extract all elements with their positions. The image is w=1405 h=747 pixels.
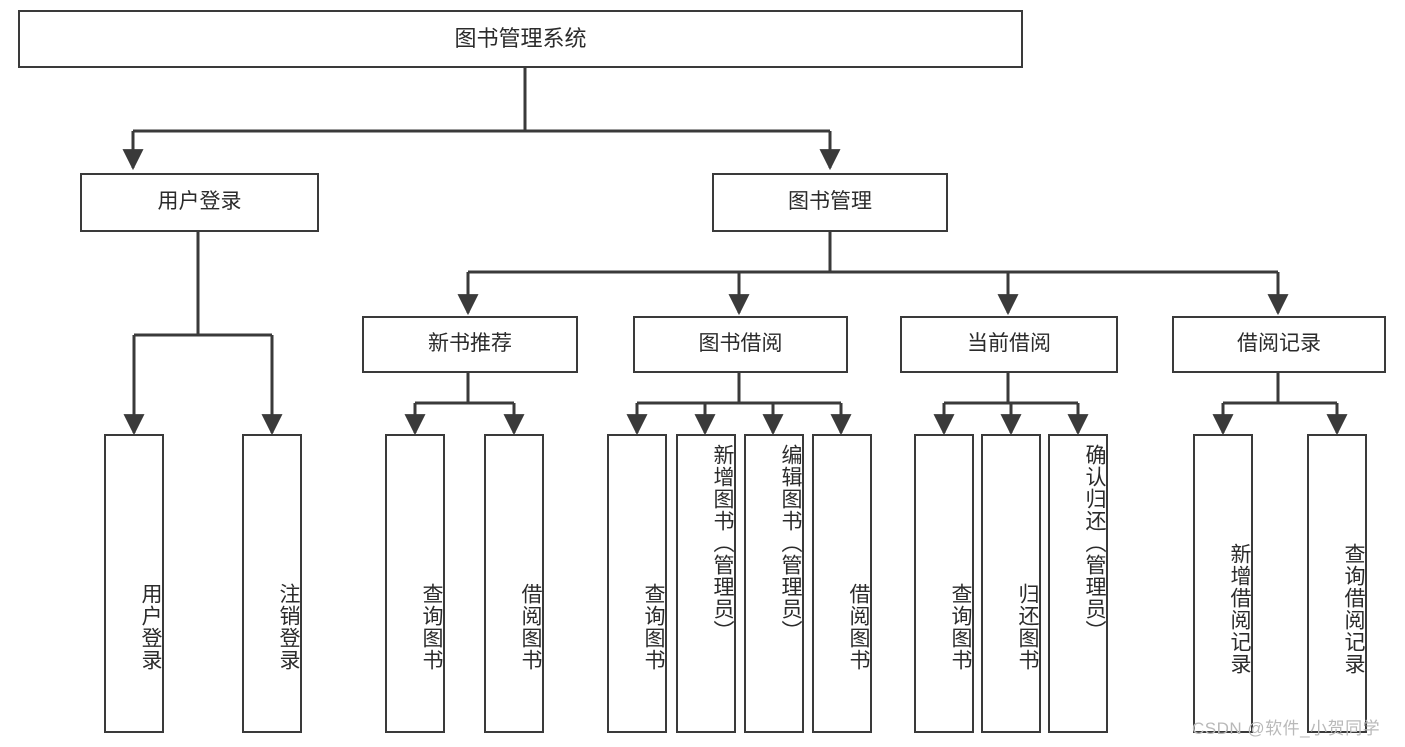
node-root-label: 图书管理系统 xyxy=(454,26,587,52)
node-book-manage[interactable]: 图书管理 xyxy=(712,173,948,232)
node-leaf-edit-book[interactable]: 编辑图书（管理员） xyxy=(744,434,804,733)
node-leaf-confirm-return[interactable]: 确认归还（管理员） xyxy=(1048,434,1108,733)
node-leaf-query-book-2-label: 查询图书 xyxy=(642,582,665,671)
csdn-watermark: CSDN @软件_小贺同学 xyxy=(1192,719,1381,738)
node-new-book-recommend-label: 新书推荐 xyxy=(428,332,512,356)
node-root[interactable]: 图书管理系统 xyxy=(18,10,1023,68)
node-leaf-query-record[interactable]: 查询借阅记录 xyxy=(1307,434,1367,733)
node-leaf-query-book-2[interactable]: 查询图书 xyxy=(607,434,667,733)
node-current-borrow[interactable]: 当前借阅 xyxy=(900,316,1118,373)
node-leaf-return-book[interactable]: 归还图书 xyxy=(981,434,1041,733)
node-user-login[interactable]: 用户登录 xyxy=(80,173,319,232)
node-leaf-add-record[interactable]: 新增借阅记录 xyxy=(1193,434,1253,733)
node-leaf-borrow-book-1-label: 借阅图书 xyxy=(519,582,542,671)
node-leaf-add-book-label: 新增图书（管理员） xyxy=(711,444,734,642)
node-leaf-query-book-1[interactable]: 查询图书 xyxy=(385,434,445,733)
node-book-borrow[interactable]: 图书借阅 xyxy=(633,316,848,373)
node-user-login-label: 用户登录 xyxy=(157,190,242,214)
node-book-borrow-label: 图书借阅 xyxy=(698,332,783,356)
node-leaf-borrow-book-2[interactable]: 借阅图书 xyxy=(812,434,872,733)
node-leaf-query-book-3-label: 查询图书 xyxy=(949,582,972,671)
node-leaf-logout[interactable]: 注销登录 xyxy=(242,434,302,733)
node-leaf-query-book-3[interactable]: 查询图书 xyxy=(914,434,974,733)
node-new-book-recommend[interactable]: 新书推荐 xyxy=(362,316,578,373)
node-leaf-user-login[interactable]: 用户登录 xyxy=(104,434,164,733)
node-borrow-record-label: 借阅记录 xyxy=(1237,332,1321,356)
node-leaf-confirm-return-label: 确认归还（管理员） xyxy=(1083,444,1106,642)
node-leaf-logout-label: 注销登录 xyxy=(277,582,300,671)
node-leaf-query-record-label: 查询借阅记录 xyxy=(1342,542,1365,675)
node-leaf-add-book[interactable]: 新增图书（管理员） xyxy=(676,434,736,733)
node-leaf-edit-book-label: 编辑图书（管理员） xyxy=(779,444,802,642)
node-leaf-user-login-label: 用户登录 xyxy=(139,582,162,671)
node-leaf-borrow-book-1[interactable]: 借阅图书 xyxy=(484,434,544,733)
node-leaf-query-book-1-label: 查询图书 xyxy=(420,582,443,671)
node-borrow-record[interactable]: 借阅记录 xyxy=(1172,316,1386,373)
node-leaf-return-book-label: 归还图书 xyxy=(1016,582,1039,671)
node-current-borrow-label: 当前借阅 xyxy=(967,332,1051,356)
node-leaf-add-record-label: 新增借阅记录 xyxy=(1228,542,1251,675)
node-book-manage-label: 图书管理 xyxy=(788,190,872,214)
node-leaf-borrow-book-2-label: 借阅图书 xyxy=(847,582,870,671)
